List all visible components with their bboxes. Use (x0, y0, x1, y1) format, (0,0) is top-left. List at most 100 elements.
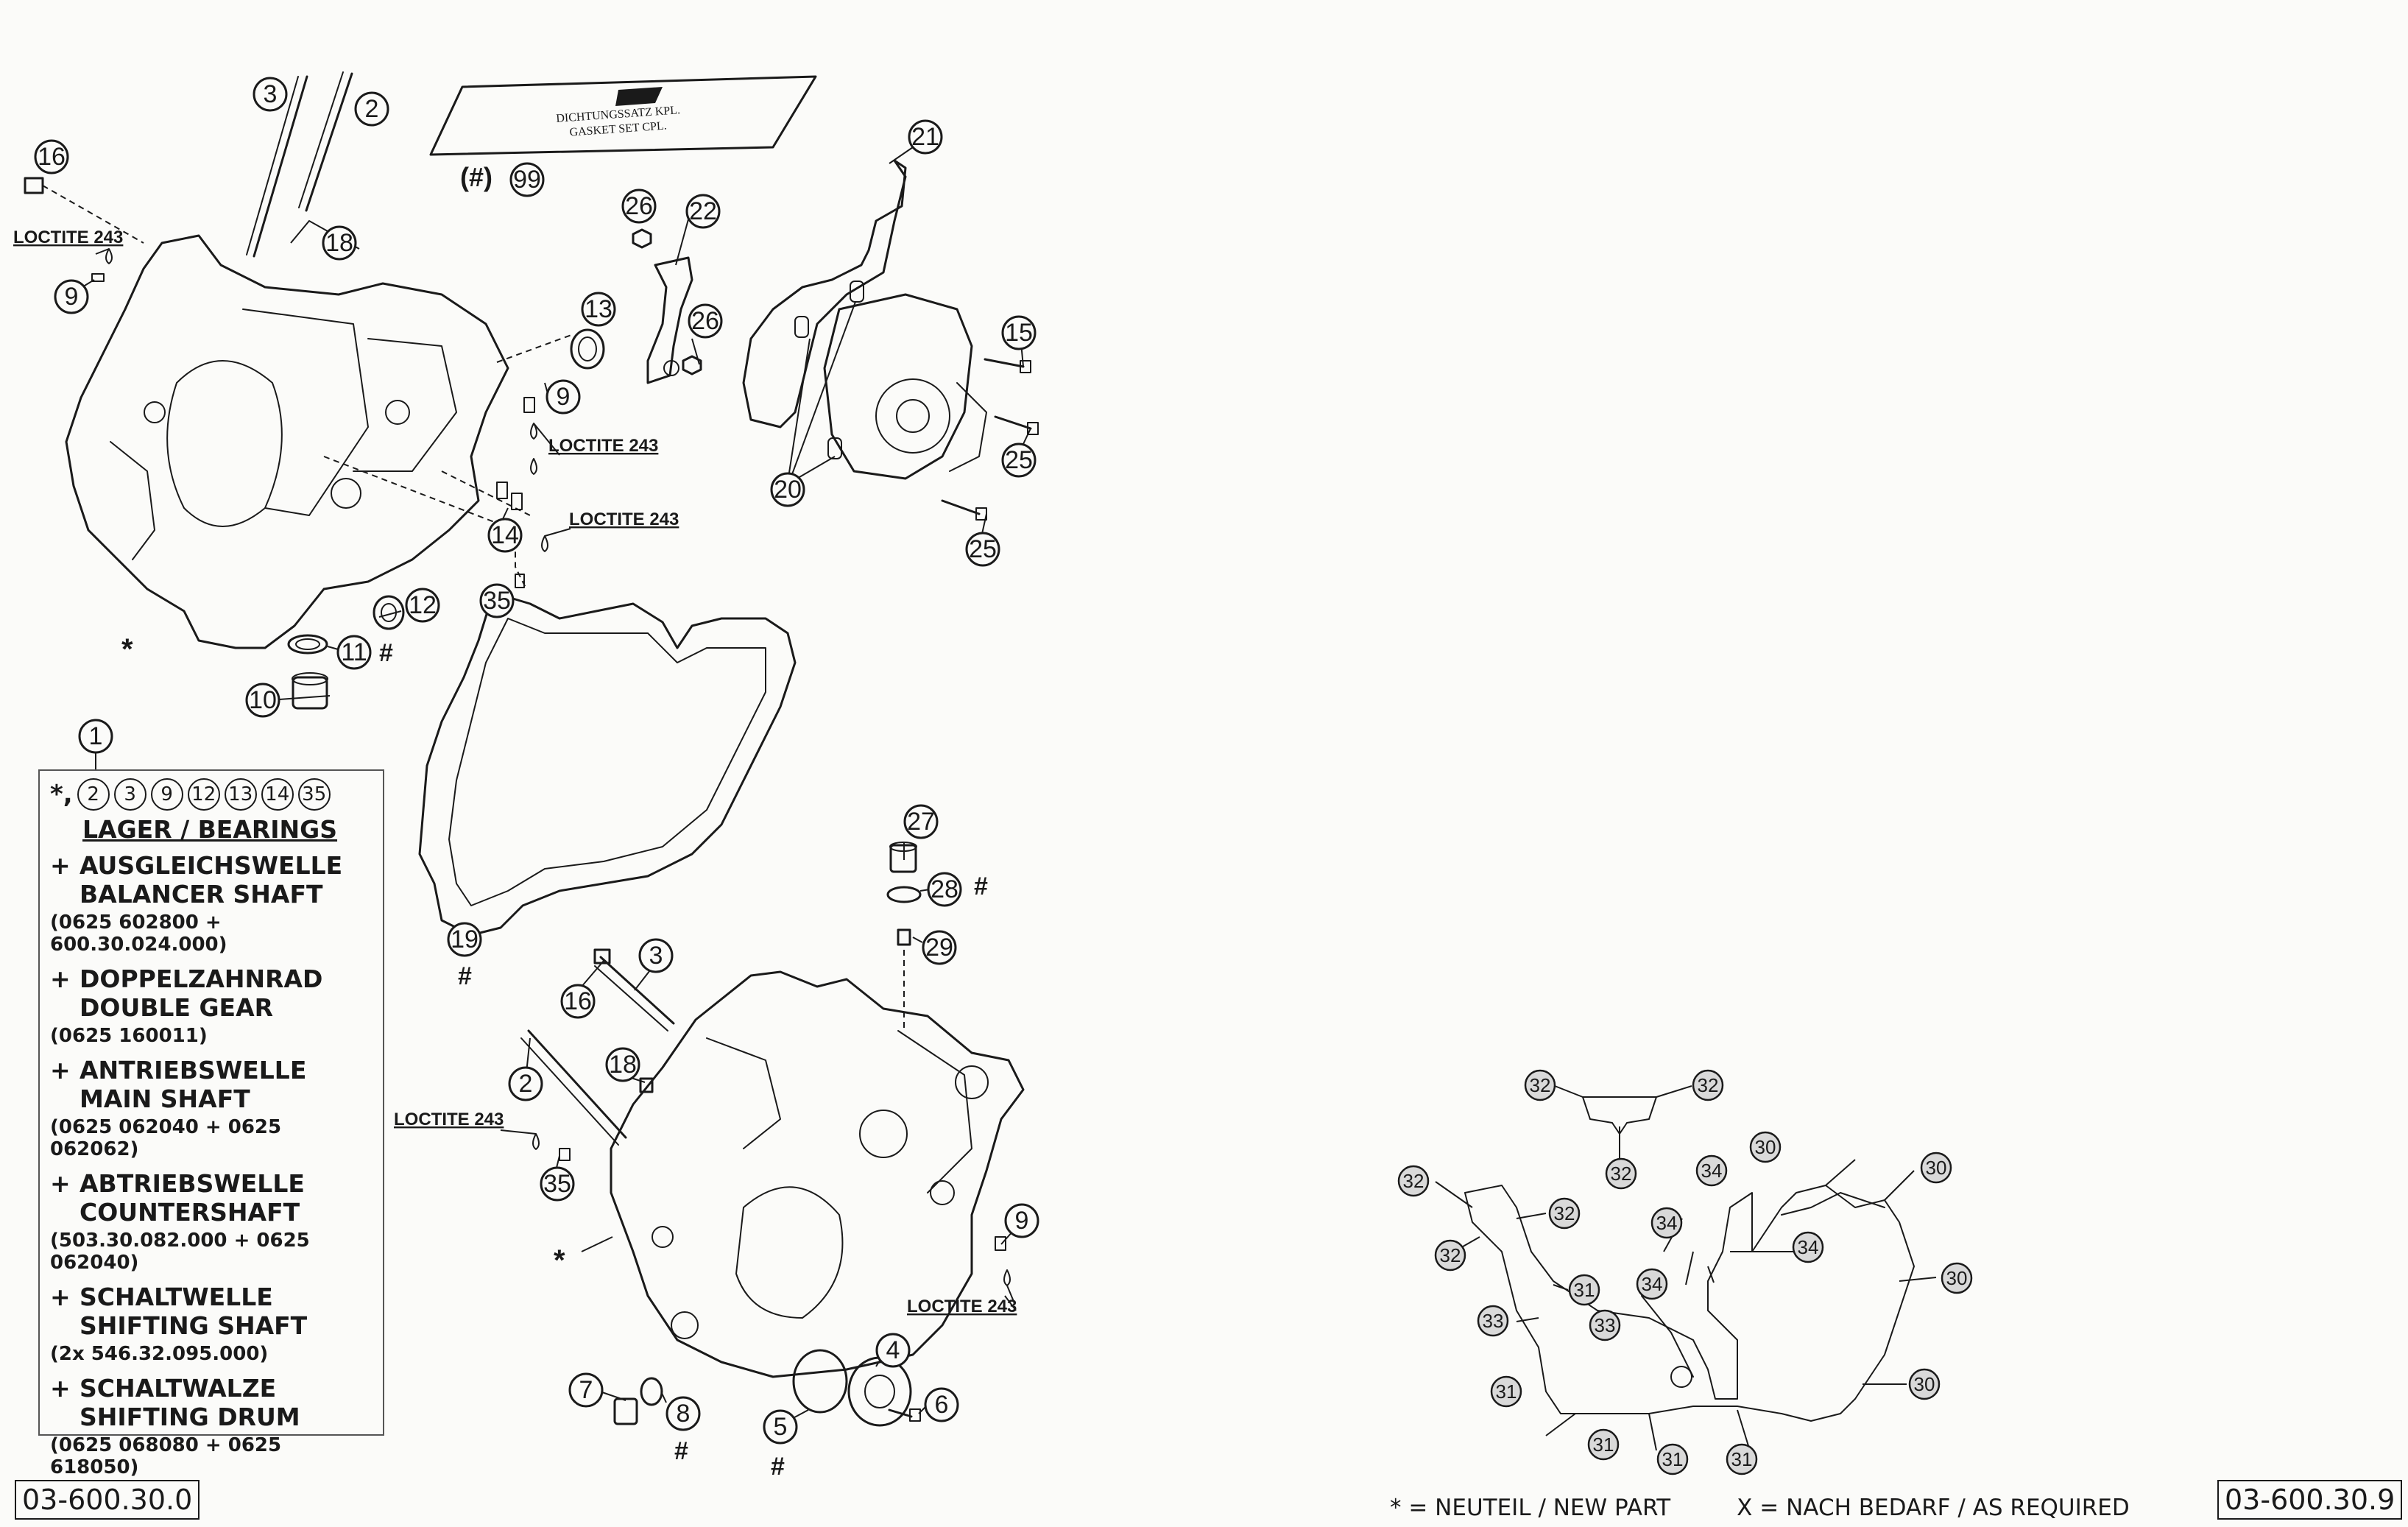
callout-31-d[interactable]: 31 (1656, 1443, 1689, 1475)
callout-4[interactable]: 4 (875, 1333, 911, 1368)
callout-22[interactable]: 22 (685, 194, 721, 229)
callout-33-a[interactable]: 33 (1477, 1305, 1509, 1337)
svg-text:8: 8 (677, 1400, 691, 1428)
callout-30-b[interactable]: 30 (1920, 1152, 1952, 1184)
legend-head-item[interactable]: 14 (261, 778, 294, 811)
legend-entry-de: ABTRIEBSWELLE (80, 1169, 305, 1198)
svg-text:99: 99 (513, 166, 541, 194)
callout-26-upper[interactable]: 26 (621, 188, 657, 224)
legend-head-item[interactable]: 13 (224, 778, 257, 811)
callout-8[interactable]: 8 (665, 1396, 701, 1431)
o-ring-5 (792, 1349, 848, 1414)
callout-35-lower[interactable]: 35 (540, 1166, 575, 1202)
svg-text:33: 33 (1595, 1314, 1616, 1336)
callout-32-b[interactable]: 32 (1692, 1069, 1724, 1101)
bushing-13 (496, 328, 605, 370)
legend-plus: + (50, 1374, 71, 1403)
callout-32-c[interactable]: 32 (1605, 1157, 1637, 1190)
svg-text:20: 20 (774, 476, 802, 504)
legend-entry: +SCHALTWELLE SHIFTING SHAFT (2x 546.32.0… (50, 1283, 373, 1365)
svg-text:13: 13 (585, 295, 612, 323)
legend-head-marker: *, (50, 780, 73, 809)
svg-text:32: 32 (1611, 1163, 1632, 1185)
svg-text:35: 35 (543, 1170, 571, 1198)
callout-19[interactable]: 19 (447, 922, 482, 957)
seal-11 (287, 634, 328, 655)
legend-head-item[interactable]: 12 (187, 778, 220, 811)
callout-29[interactable]: 29 (922, 930, 957, 965)
callout-16-upper[interactable]: 16 (34, 139, 69, 174)
callout-1[interactable]: 1 (78, 719, 113, 754)
legend-plus: + (50, 1056, 71, 1085)
callout-27[interactable]: 27 (903, 804, 939, 839)
bolt-25a (994, 415, 1039, 435)
callout-9-lower[interactable]: 9 (1004, 1203, 1039, 1238)
hash-marker-5: # (771, 1453, 785, 1481)
bolt-6 (888, 1408, 921, 1422)
callout-2-upper[interactable]: 2 (354, 91, 389, 127)
screw-18-lower (639, 1077, 654, 1093)
callout-30-a[interactable]: 30 (1749, 1131, 1782, 1163)
hash-marker-19: # (458, 962, 472, 990)
callout-10[interactable]: 10 (245, 683, 280, 718)
svg-text:32: 32 (1440, 1244, 1461, 1266)
callout-25-upper[interactable]: 25 (1001, 442, 1037, 478)
callout-7[interactable]: 7 (568, 1372, 604, 1408)
callout-11[interactable]: 11 (336, 635, 372, 670)
footer-notes: * = NEUTEIL / NEW PART X = NACH BEDARF /… (1390, 1495, 2130, 1521)
callout-15[interactable]: 15 (1001, 315, 1037, 350)
svg-text:30: 30 (1914, 1373, 1935, 1395)
callout-32-f[interactable]: 32 (1434, 1239, 1466, 1272)
callout-33-b[interactable]: 33 (1589, 1309, 1621, 1341)
legend-head-item[interactable]: 2 (77, 778, 110, 811)
callout-9-upper-left[interactable]: 9 (54, 279, 89, 314)
callout-3-upper[interactable]: 3 (253, 77, 288, 112)
plug-7 (613, 1397, 638, 1425)
svg-text:11: 11 (341, 638, 367, 666)
callout-12[interactable]: 12 (405, 588, 440, 623)
svg-text:1: 1 (89, 722, 103, 750)
callout-34-c[interactable]: 34 (1792, 1231, 1824, 1263)
svg-text:30: 30 (1946, 1267, 1968, 1289)
legend-head-item[interactable]: 35 (297, 778, 331, 811)
callout-34-a[interactable]: 34 (1695, 1154, 1728, 1187)
callout-31-e[interactable]: 31 (1726, 1443, 1758, 1475)
sleeve-9-upper (523, 397, 535, 413)
callout-34-d[interactable]: 34 (1636, 1268, 1668, 1300)
callout-32-d[interactable]: 32 (1397, 1165, 1430, 1197)
callout-28[interactable]: 28 (927, 872, 962, 907)
callout-18-lower[interactable]: 18 (605, 1047, 640, 1082)
callout-20[interactable]: 20 (770, 472, 805, 507)
svg-text:18: 18 (609, 1051, 637, 1079)
callout-3-lower[interactable]: 3 (638, 938, 674, 973)
callout-16-lower[interactable]: 16 (560, 984, 596, 1019)
callout-35-upper[interactable]: 35 (479, 583, 515, 618)
legend-entry-part-numbers: (0625 062040 + 0625 062062) (50, 1116, 282, 1160)
callout-21[interactable]: 21 (908, 119, 943, 155)
callout-34-b[interactable]: 34 (1650, 1207, 1683, 1239)
callout-31-a[interactable]: 31 (1568, 1274, 1600, 1306)
callout-31-b[interactable]: 31 (1490, 1375, 1522, 1408)
legend-head-item[interactable]: 9 (150, 778, 183, 811)
callout-13[interactable]: 13 (581, 292, 616, 327)
callout-26-lower[interactable]: 26 (688, 303, 723, 339)
callout-30-c[interactable]: 30 (1941, 1262, 1973, 1294)
callout-99[interactable]: 99 (509, 162, 545, 197)
callout-25-lower[interactable]: 25 (965, 532, 1000, 567)
svg-text:9: 9 (65, 283, 79, 311)
callout-6[interactable]: 6 (924, 1387, 959, 1422)
callout-9-upper-right[interactable]: 9 (545, 379, 581, 415)
legend-entry-de: SCHALTWELLE (80, 1283, 273, 1311)
legend-head-item[interactable]: 3 (113, 778, 146, 811)
callout-30-d[interactable]: 30 (1908, 1368, 1941, 1400)
svg-text:22: 22 (689, 197, 717, 225)
callout-18-upper[interactable]: 18 (322, 225, 357, 261)
callout-5[interactable]: 5 (763, 1409, 798, 1445)
callout-2-lower[interactable]: 2 (508, 1066, 543, 1101)
callout-32-e[interactable]: 32 (1548, 1197, 1581, 1230)
callout-32-a[interactable]: 32 (1524, 1069, 1556, 1101)
callout-14[interactable]: 14 (487, 518, 523, 553)
callout-31-c[interactable]: 31 (1587, 1428, 1620, 1461)
svg-text:25: 25 (969, 535, 997, 563)
svg-text:35: 35 (483, 587, 511, 615)
